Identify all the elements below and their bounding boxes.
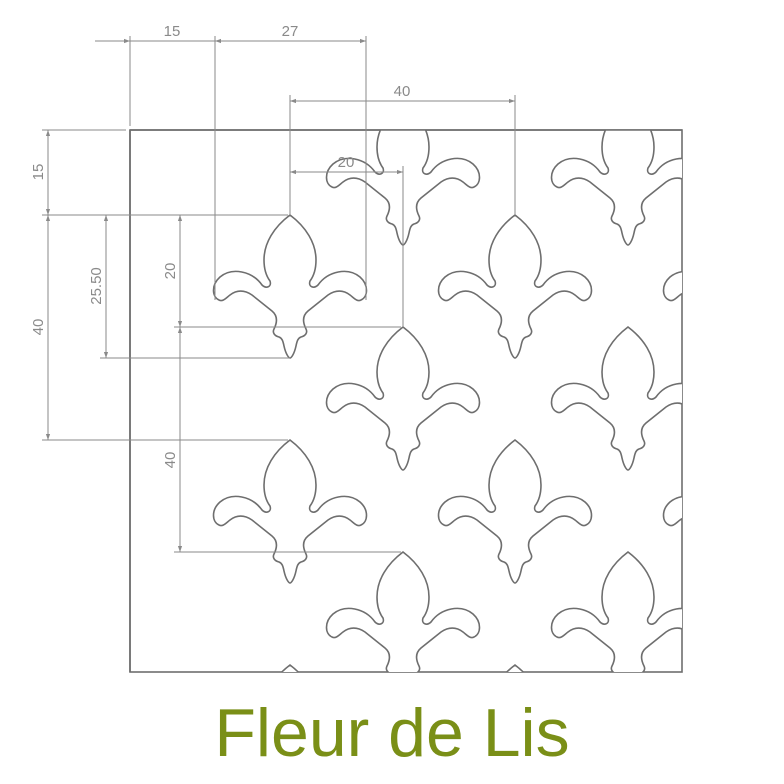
motif — [325, 326, 481, 471]
dim-h-27: 27 — [282, 23, 299, 40]
motif — [437, 664, 593, 672]
dim-v-20: 20 — [162, 263, 179, 280]
fleur-de-lis-technical-drawing: 15 27 40 20 15 40 25.50 20 40 — [30, 23, 683, 673]
plate-edges — [129, 129, 682, 672]
motif — [212, 214, 368, 359]
motif — [325, 551, 481, 672]
motif — [212, 439, 368, 584]
dim-v-40-inner: 40 — [162, 452, 179, 469]
motif — [437, 214, 593, 359]
motif-pattern — [212, 130, 682, 672]
extension-lines — [42, 36, 516, 553]
dim-v-25-50: 25.50 — [88, 267, 105, 305]
dimension-labels: 15 27 40 20 15 40 25.50 20 40 — [30, 23, 410, 468]
dim-v-15: 15 — [30, 164, 47, 181]
dim-v-40: 40 — [30, 319, 47, 336]
pattern-title: Fleur de Lis — [214, 695, 570, 771]
motif — [437, 439, 593, 584]
dim-h-20: 20 — [338, 154, 355, 171]
dimension-lines — [45, 38, 515, 552]
motif — [212, 664, 368, 672]
dim-h-15: 15 — [164, 23, 181, 40]
dim-h-40: 40 — [394, 83, 411, 100]
